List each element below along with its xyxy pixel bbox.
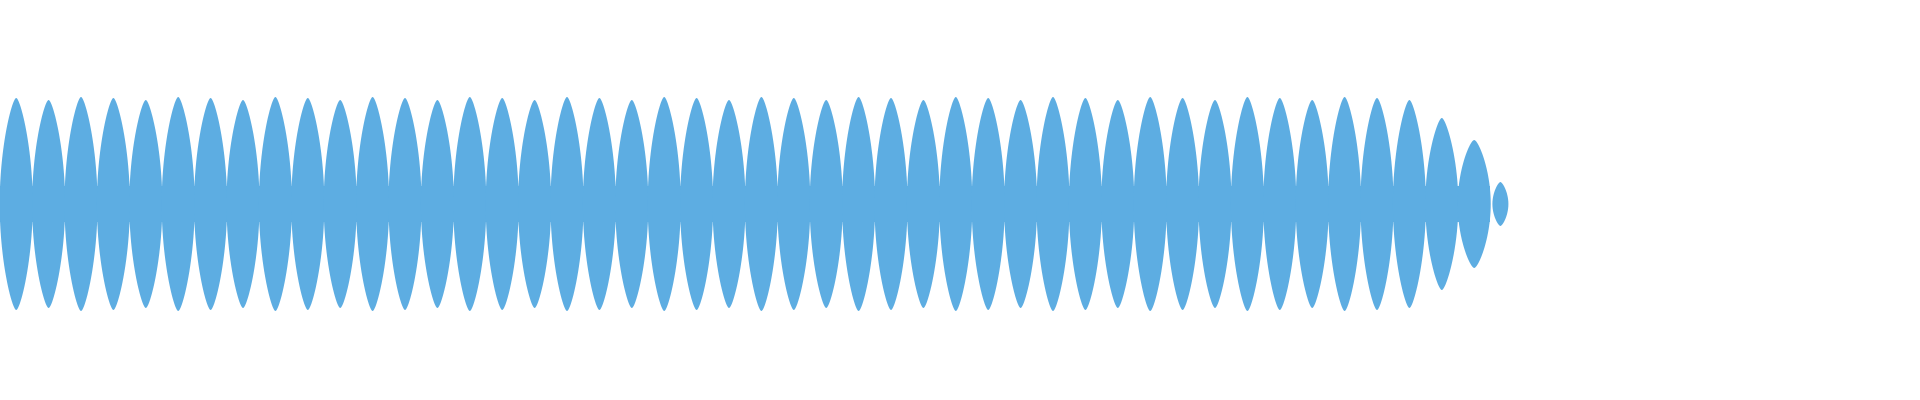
waveform-lobe [226, 100, 260, 308]
waveform-lobe [874, 98, 908, 310]
waveform-lobe [906, 100, 940, 308]
waveform-lobe [1328, 97, 1362, 311]
waveform-lobe [680, 98, 714, 310]
waveform-lobe [842, 97, 876, 311]
waveform-lobe [453, 97, 487, 311]
waveform-lobe [356, 97, 390, 311]
waveform-lobe [971, 98, 1005, 310]
waveform-lobe [550, 97, 584, 311]
waveform-lobe [939, 97, 973, 311]
waveform-tail [1492, 182, 1509, 226]
waveform-lobe [32, 100, 66, 308]
waveform-lobe [1166, 98, 1200, 310]
waveform-lobe [809, 100, 843, 308]
waveform-lobe [323, 100, 357, 308]
waveform-lobe [420, 100, 454, 308]
waveform-lobe [129, 100, 163, 308]
waveform-lobe [615, 100, 649, 308]
waveform-lobe [582, 98, 616, 310]
waveform-lobe [291, 98, 325, 310]
waveform-lobe [388, 98, 422, 310]
waveform-lobe [1392, 100, 1426, 308]
waveform-lobe [194, 98, 228, 310]
waveform-lobe [1230, 97, 1264, 311]
waveform-lobe [0, 98, 33, 310]
waveform-lobe [518, 100, 552, 308]
waveform-lobe [1133, 97, 1167, 311]
waveform-lobe [96, 98, 130, 310]
waveform-lobe [1198, 100, 1232, 308]
waveform-lobe [777, 98, 811, 310]
waveform-lobe [712, 100, 746, 308]
waveform-lobe [485, 98, 519, 310]
waveform-lobe [1457, 140, 1491, 268]
waveform-lobe [1004, 100, 1038, 308]
waveform-lobe [64, 97, 98, 311]
waveform-lobe [744, 97, 778, 311]
waveform-lobe [258, 97, 292, 311]
waveform-lobe [1036, 97, 1070, 311]
waveform-lobe [1360, 98, 1394, 310]
waveform-lobe [1425, 118, 1459, 290]
waveform-shape-group [0, 97, 1509, 311]
waveform-lobe [1068, 98, 1102, 310]
waveform-lobe [161, 97, 195, 311]
waveform-lobe [1101, 100, 1135, 308]
waveform-lobe [1263, 98, 1297, 310]
waveform-lobe [1295, 100, 1329, 308]
waveform-lobe [647, 97, 681, 311]
